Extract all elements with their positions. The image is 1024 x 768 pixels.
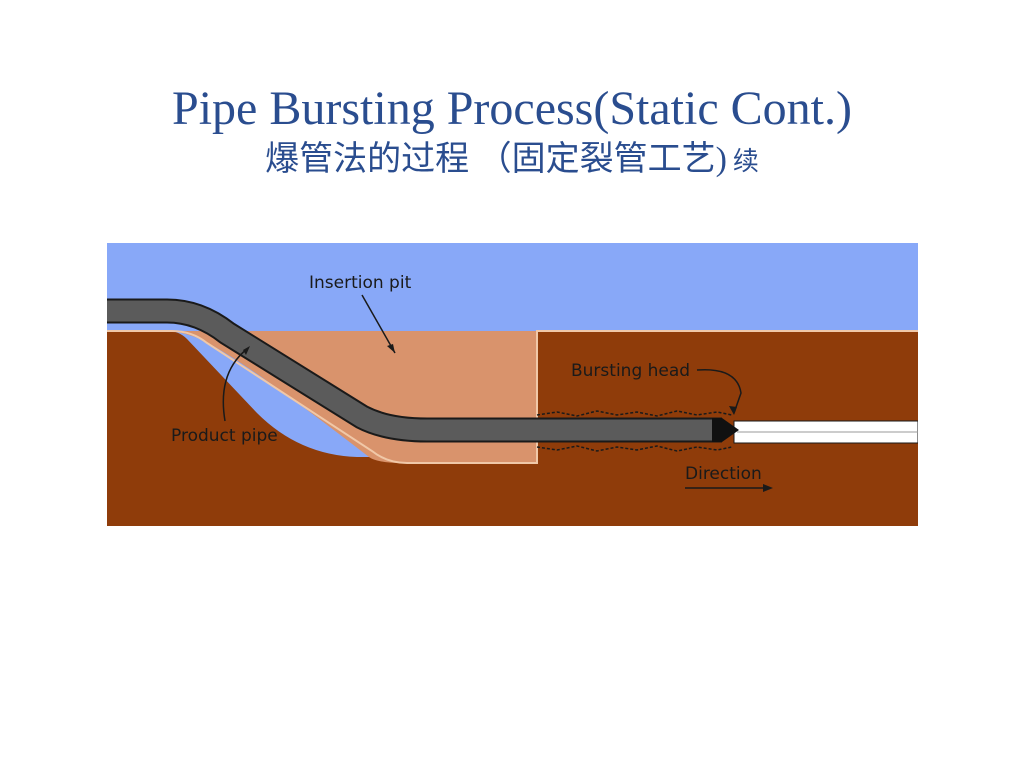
label-direction: Direction: [685, 464, 762, 484]
pipe-bursting-diagram: Insertion pit Bursting head Product pipe…: [107, 243, 918, 526]
product-pipe-body: [107, 300, 722, 441]
title-english: Pipe Bursting Process(Static Cont.): [172, 82, 852, 135]
label-bursting-head: Bursting head: [571, 361, 690, 381]
product-pipe-arrow: [222, 348, 248, 422]
title-chinese: 爆管法的过程 （固定裂管工艺)续: [0, 140, 1024, 182]
bursting-head: [712, 418, 739, 442]
diagram-canvas: Insertion pit Bursting head Product pipe…: [107, 243, 918, 526]
label-product-pipe: Product pipe: [171, 426, 278, 446]
insertion-pit-arrow: [361, 294, 396, 354]
title-chinese-suffix: 续: [732, 147, 759, 176]
bursting-head-arrowhead: [729, 406, 737, 415]
label-insertion-pit: Insertion pit: [309, 273, 412, 293]
slide-title: Pipe Bursting Process(Static Cont.) 爆管法的…: [0, 80, 1024, 182]
fracture-zone-top: [536, 410, 733, 417]
fracture-zone-bottom: [536, 445, 733, 452]
product-pipe-arrowhead: [243, 346, 250, 355]
bursting-head-arrow: [696, 368, 742, 414]
direction-arrowhead: [763, 484, 773, 492]
pit-boundary: [107, 330, 918, 464]
insertion-pit-arrowhead: [387, 344, 395, 353]
title-chinese-main: 爆管法的过程 （固定裂管工艺): [265, 141, 727, 178]
